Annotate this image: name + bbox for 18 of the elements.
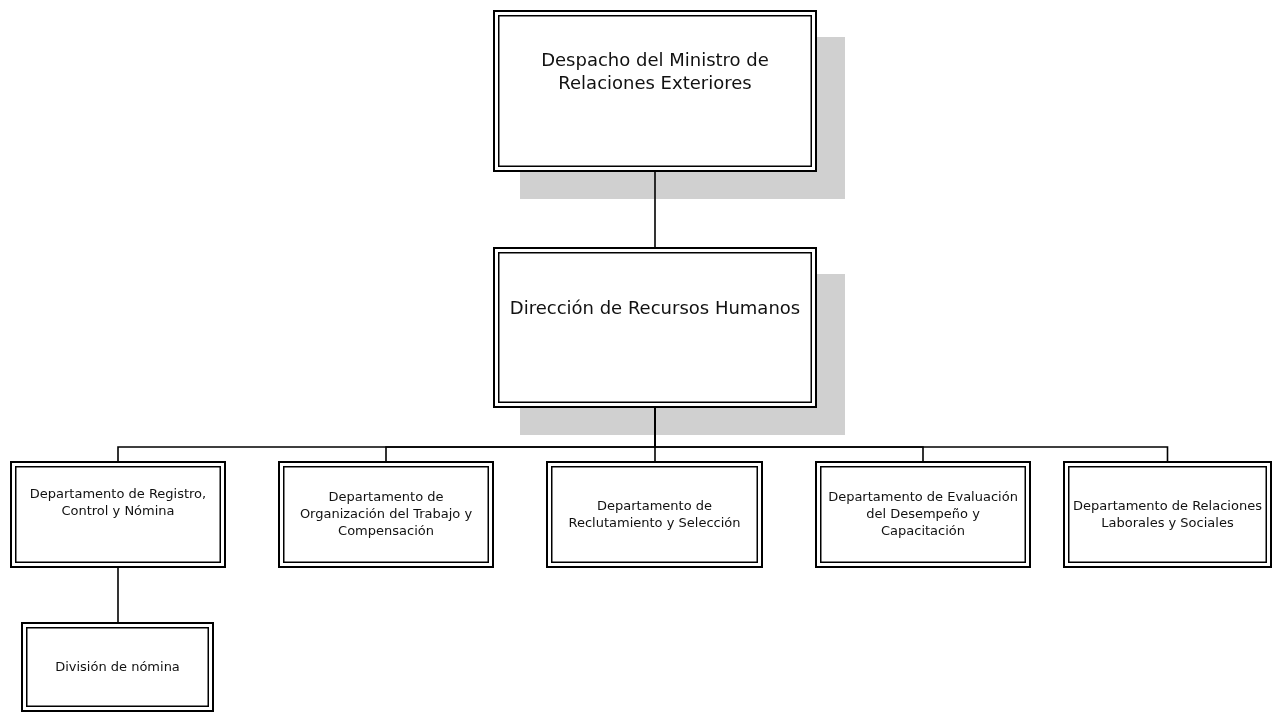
org-box — [493, 10, 817, 172]
box-label: Dirección de Recursos Humanos — [509, 295, 801, 320]
org-box — [1063, 461, 1272, 568]
box-label: Departamento de Organización del Trabajo y Compensación — [298, 489, 474, 540]
org-box — [546, 461, 763, 568]
box-label: Departamento de Evaluación del Desempeño y Capacitación — [827, 489, 1019, 540]
org-box — [278, 461, 494, 568]
connector-line — [117, 567, 119, 623]
connector-line — [654, 171, 656, 248]
org-box — [21, 622, 214, 712]
box-label: Despacho del Ministro de Relaciones Exteriores — [540, 47, 770, 95]
box-label: División de nómina — [55, 658, 180, 676]
org-box — [10, 461, 226, 568]
box-label: Departamento de Relaciones Laborales y Sociales — [1073, 497, 1262, 532]
box-label: Departamento de Reclutamiento y Selección — [567, 497, 742, 532]
org-box — [815, 461, 1031, 568]
org-box — [493, 247, 817, 408]
box-label: Departamento de Registro, Control y Nómina — [28, 485, 208, 520]
